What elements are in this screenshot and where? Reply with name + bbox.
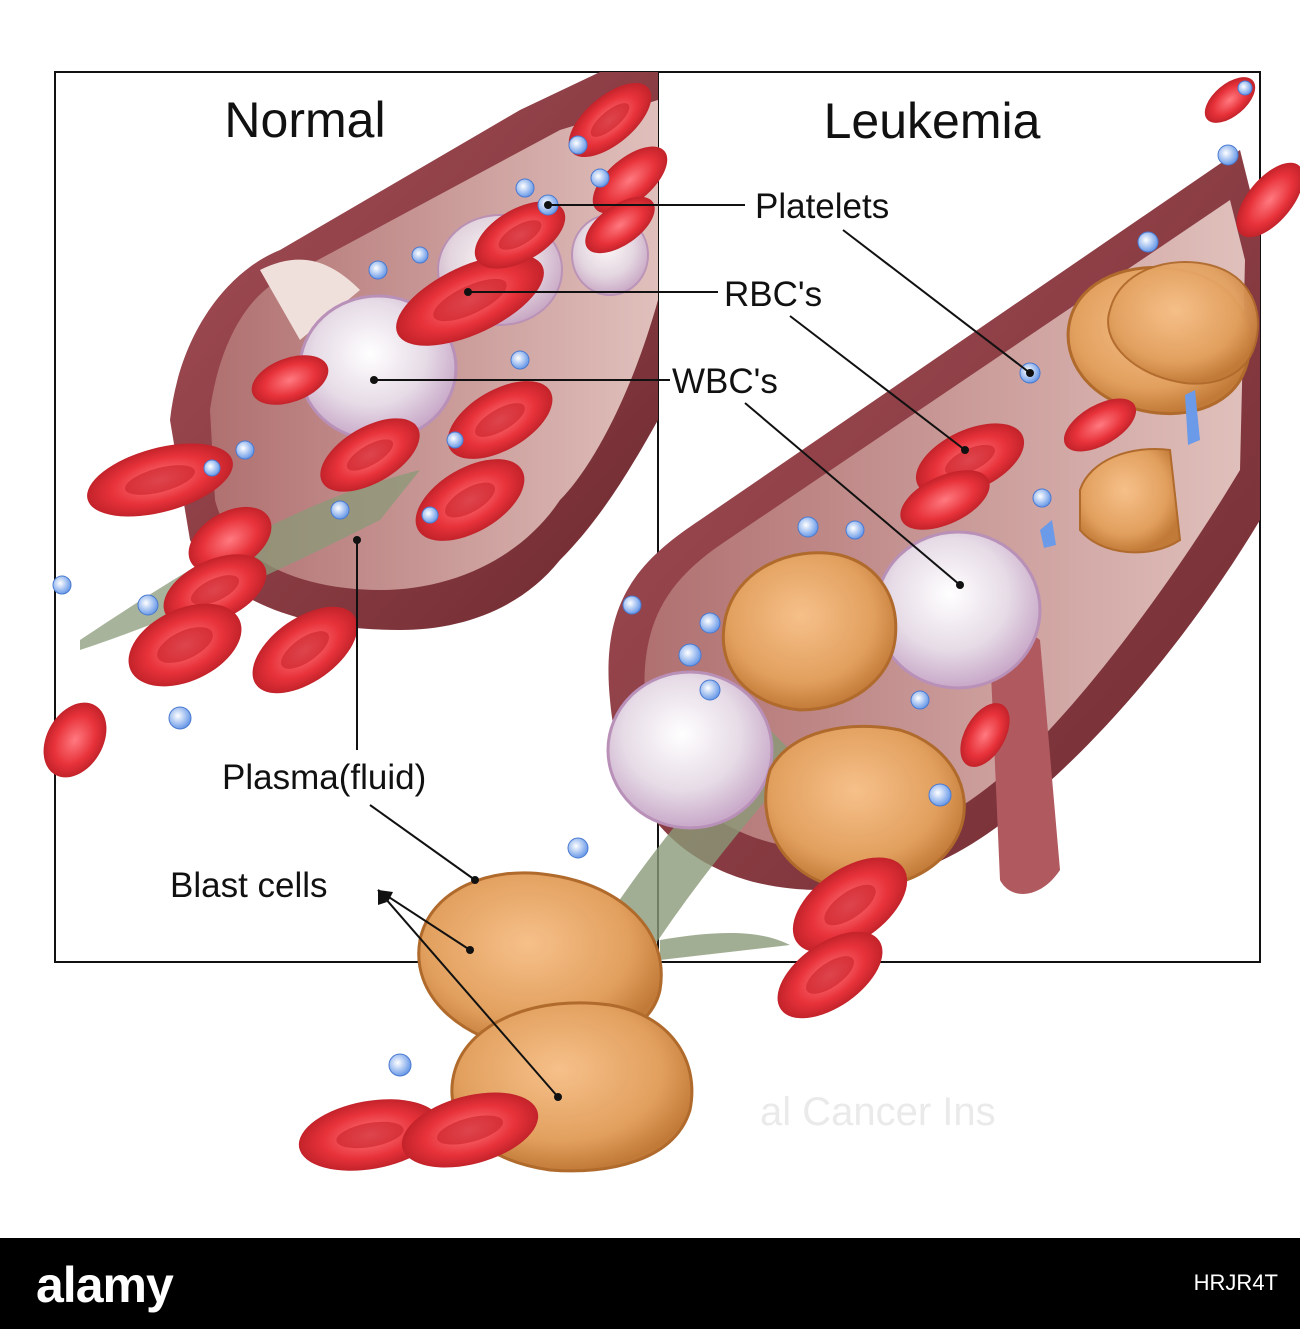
plasma-label: Plasma(fluid) xyxy=(222,758,426,797)
stock-footer-bar: alamy HRJR4T xyxy=(0,1238,1300,1329)
blast-cells-label: Blast cells xyxy=(170,866,328,905)
platelet-group xyxy=(52,80,1253,1077)
normal-title: Normal xyxy=(224,92,385,148)
watermark-text: al Cancer Ins xyxy=(760,1090,996,1134)
wbcs-label: WBC's xyxy=(672,362,778,401)
rbc-group xyxy=(43,77,1300,1171)
arrowheads xyxy=(378,890,393,905)
image-id: HRJR4T xyxy=(1193,1270,1278,1295)
brand-logo: alamy xyxy=(36,1257,174,1313)
leukemia-plasma-flow-tip xyxy=(660,933,790,960)
platelets-label: Platelets xyxy=(755,187,889,226)
leukemia-title: Leukemia xyxy=(824,93,1041,149)
platelet-fragment xyxy=(1185,390,1200,445)
leader-lines xyxy=(356,204,1031,1098)
platelet-fragment xyxy=(1040,520,1056,548)
rbcs-label: RBC's xyxy=(724,275,822,314)
leukemia-diagram: Normal Leukemia Platelets RBC's WBC's Pl… xyxy=(43,71,1300,1173)
leader-dots xyxy=(353,201,1034,1101)
